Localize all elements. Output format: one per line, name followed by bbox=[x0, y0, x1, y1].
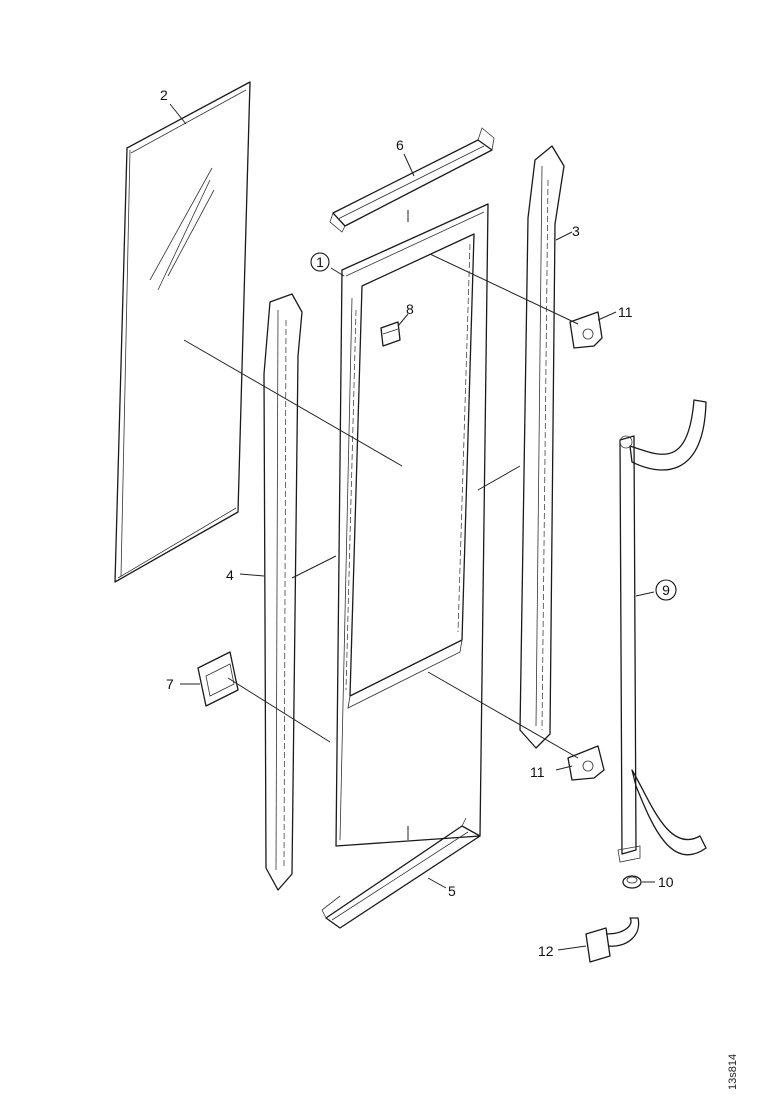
part-2-glass-panel bbox=[114, 81, 251, 583]
label-part-4: 4 bbox=[226, 567, 234, 583]
label-part-11-upper: 11 bbox=[618, 304, 633, 320]
label-part-3: 3 bbox=[572, 223, 580, 239]
label-part-6: 6 bbox=[396, 137, 404, 153]
assembly-lines bbox=[183, 210, 579, 840]
part-10-cap bbox=[622, 875, 642, 889]
label-part-7: 7 bbox=[166, 676, 174, 692]
label-part-11-lower: 11 bbox=[530, 764, 545, 780]
part-7-hinge-block bbox=[197, 651, 239, 707]
label-part-12: 12 bbox=[538, 943, 554, 959]
part-4-left-seal bbox=[263, 293, 303, 891]
svg-text:1: 1 bbox=[316, 254, 324, 270]
part-11-upper-bracket bbox=[569, 311, 603, 349]
document-code-text: 13s814 bbox=[727, 1053, 739, 1090]
svg-text:9: 9 bbox=[662, 582, 670, 598]
label-part-9: 9 bbox=[655, 579, 677, 601]
label-part-5: 5 bbox=[448, 883, 456, 899]
label-part-10: 10 bbox=[658, 874, 674, 890]
part-9-handle-bar bbox=[617, 399, 707, 863]
part-6-top-rail bbox=[329, 127, 495, 233]
part-3-right-seal bbox=[519, 145, 565, 749]
callout-leaders bbox=[169, 103, 655, 951]
document-code: 13s814 bbox=[727, 1030, 747, 1090]
part-12-handle-end bbox=[585, 917, 640, 963]
label-part-8: 8 bbox=[406, 301, 414, 317]
part-8-clip bbox=[380, 321, 401, 347]
part-11-lower-bracket bbox=[567, 745, 605, 781]
label-part-1: 1 bbox=[310, 252, 330, 272]
label-part-2: 2 bbox=[160, 87, 168, 103]
part-5-bottom-rail bbox=[321, 817, 481, 929]
